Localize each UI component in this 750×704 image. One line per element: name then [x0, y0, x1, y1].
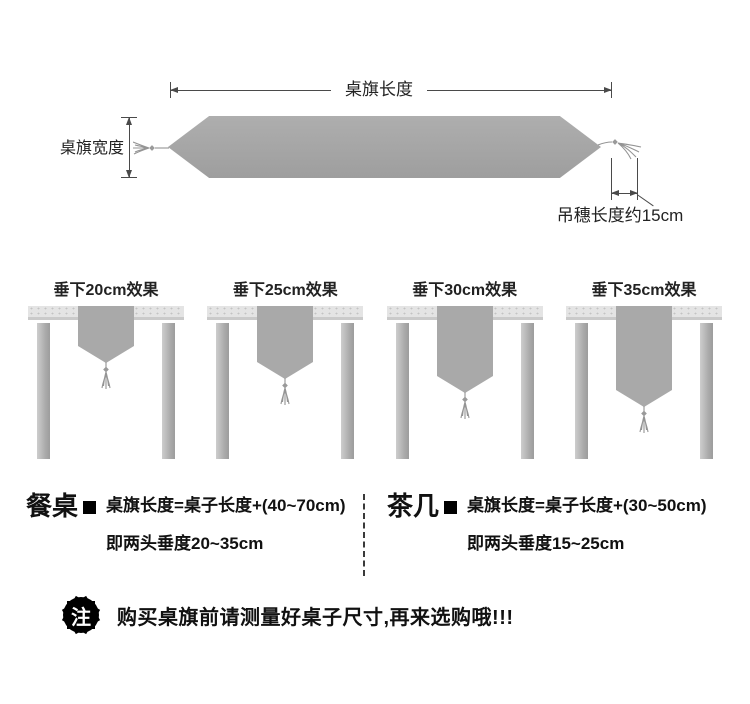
spec-title: 茶几	[387, 491, 440, 521]
runner-drape	[257, 306, 314, 406]
spec-body: 桌旗长度=桌子长度+(30~50cm) 即两头垂度15~25cm	[467, 492, 707, 553]
note-seal-icon: 注	[60, 594, 102, 636]
drape-body	[257, 306, 314, 362]
tassel-icon	[101, 362, 111, 390]
tassel-leader-line	[636, 194, 654, 207]
length-dim-line-left	[170, 87, 331, 93]
runner-drape	[615, 306, 672, 434]
drape-example-25cm: 垂下25cm效果	[207, 276, 364, 466]
spec-formula: 桌旗长度=桌子长度+(40~70cm)	[106, 496, 346, 515]
table-leg-right	[162, 323, 175, 459]
tassel-icon	[460, 392, 470, 420]
drape-point	[78, 346, 134, 363]
drape-point	[257, 362, 314, 379]
table-leg-right	[699, 323, 713, 459]
drape-example-label: 垂下35cm效果	[591, 282, 697, 299]
drape-example-label: 垂下20cm效果	[53, 282, 159, 299]
note-text: 购买桌旗前请测量好桌子尺寸,再来选购哦!!!	[117, 606, 514, 629]
drape-body	[615, 306, 672, 390]
width-label: 桌旗宽度	[59, 140, 124, 157]
drape-examples: 垂下20cm效果 垂下25cm效果 垂下30cm效果	[0, 240, 750, 466]
black-square-marker-icon	[444, 501, 458, 514]
table-leg-left	[395, 323, 409, 459]
table-leg-right	[341, 323, 355, 459]
spec-detail: 即两头垂度15~25cm	[467, 534, 625, 553]
black-square-marker-icon	[83, 501, 97, 514]
right-tassel-icon	[598, 139, 642, 160]
drape-example-35cm: 垂下35cm效果	[565, 276, 722, 466]
drape-point	[436, 376, 493, 393]
length-dim-line-right	[427, 87, 612, 93]
drape-example-label: 垂下30cm效果	[412, 282, 518, 299]
table-leg-left	[37, 323, 50, 459]
width-dim-line	[126, 117, 132, 178]
spec-title: 餐桌	[26, 491, 79, 521]
tassel-icon	[639, 406, 649, 434]
spec-head: 茶几	[387, 491, 458, 521]
tassel-extension-right	[637, 158, 638, 200]
tassel-length-label: 吊穗长度约15cm	[556, 206, 684, 225]
table-runner-shape	[168, 116, 601, 178]
runner-drape	[436, 306, 493, 420]
drape-body	[436, 306, 493, 376]
drape-example-30cm: 垂下30cm效果	[386, 276, 543, 466]
tassel-dim-line	[611, 190, 638, 196]
table-leg-right	[520, 323, 534, 459]
runner-drape	[78, 306, 134, 390]
spec-head: 餐桌	[26, 491, 97, 521]
drape-point	[615, 390, 672, 407]
table-leg-left	[216, 323, 230, 459]
spec-body: 桌旗长度=桌子长度+(40~70cm) 即两头垂度20~35cm	[106, 492, 346, 553]
table-leg-left	[574, 323, 588, 459]
note-badge-label: 注	[71, 606, 91, 629]
length-label: 桌旗长度	[345, 80, 413, 99]
tassel-icon	[280, 378, 290, 406]
spec-detail: 即两头垂度20~35cm	[106, 534, 264, 553]
tassel-extension-left	[611, 158, 612, 200]
sizing-specs: 餐桌 桌旗长度=桌子长度+(40~70cm) 即两头垂度20~35cm 茶几 桌…	[0, 466, 750, 576]
runner-dimension-diagram: 桌旗长度 桌旗宽度 吊穗长度约15cm	[0, 0, 750, 240]
purchase-note: 注 购买桌旗前请测量好桌子尺寸,再来选购哦!!!	[0, 594, 750, 636]
drape-example-label: 垂下25cm效果	[232, 282, 338, 299]
dashed-divider	[363, 494, 365, 576]
left-tassel-icon	[133, 141, 169, 155]
spec-dining-table: 餐桌 桌旗长度=桌子长度+(40~70cm) 即两头垂度20~35cm	[26, 492, 363, 553]
drape-body	[78, 306, 134, 346]
spec-formula: 桌旗长度=桌子长度+(30~50cm)	[467, 496, 707, 515]
drape-example-20cm: 垂下20cm效果	[28, 276, 184, 466]
spec-tea-table: 茶几 桌旗长度=桌子长度+(30~50cm) 即两头垂度15~25cm	[365, 492, 724, 553]
